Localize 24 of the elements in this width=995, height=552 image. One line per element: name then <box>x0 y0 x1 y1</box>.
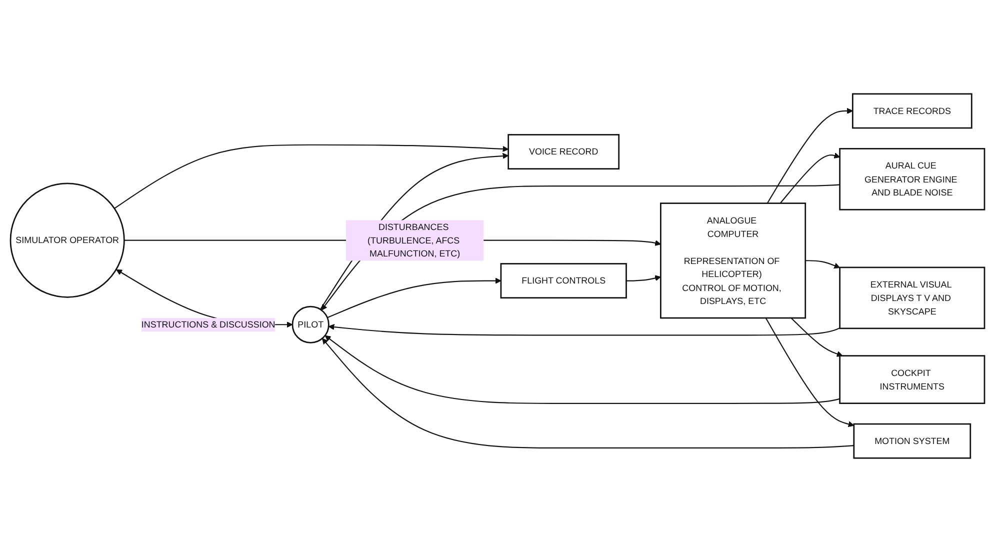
node-box: FLIGHT CONTROLS <box>500 263 627 299</box>
arrow <box>805 260 840 268</box>
node-box: VOICE RECORD <box>508 134 620 170</box>
arrow <box>626 275 661 282</box>
edge-label: DISTURBANCES (TURBULENCE, AFCS MALFUNCTION, ETC) <box>368 222 460 259</box>
node-box: AURAL CUE GENERATOR ENGINE AND BLADE NOISE <box>839 148 986 210</box>
node-box: MOTION SYSTEM <box>853 423 972 459</box>
node-box: TRACE RECORDS <box>852 93 972 129</box>
edge-label: INSTRUCTIONS & DISCUSSION <box>141 319 276 330</box>
arrow <box>766 108 853 204</box>
arrow <box>780 152 840 204</box>
arrow <box>328 324 840 336</box>
arrow <box>324 335 840 404</box>
node-box: COCKPIT INSTRUMENTS <box>839 355 986 404</box>
arrow <box>765 318 854 428</box>
node-circle: PILOT <box>292 306 330 344</box>
arrow <box>114 144 509 209</box>
arrow <box>321 184 840 310</box>
node-box: EXTERNAL VISUAL DISPLAYS T V AND SKYSCAPE <box>839 266 986 330</box>
arrow <box>790 318 843 357</box>
arrow <box>322 338 854 448</box>
node-box: ANALOGUE COMPUTER REPRESENTATION OF HELICOPTER) CONTROL OF MOTION, DISPLAYS, ETC <box>660 202 806 319</box>
arrow <box>327 278 502 318</box>
node-circle: SIMULATOR OPERATOR <box>10 182 125 298</box>
